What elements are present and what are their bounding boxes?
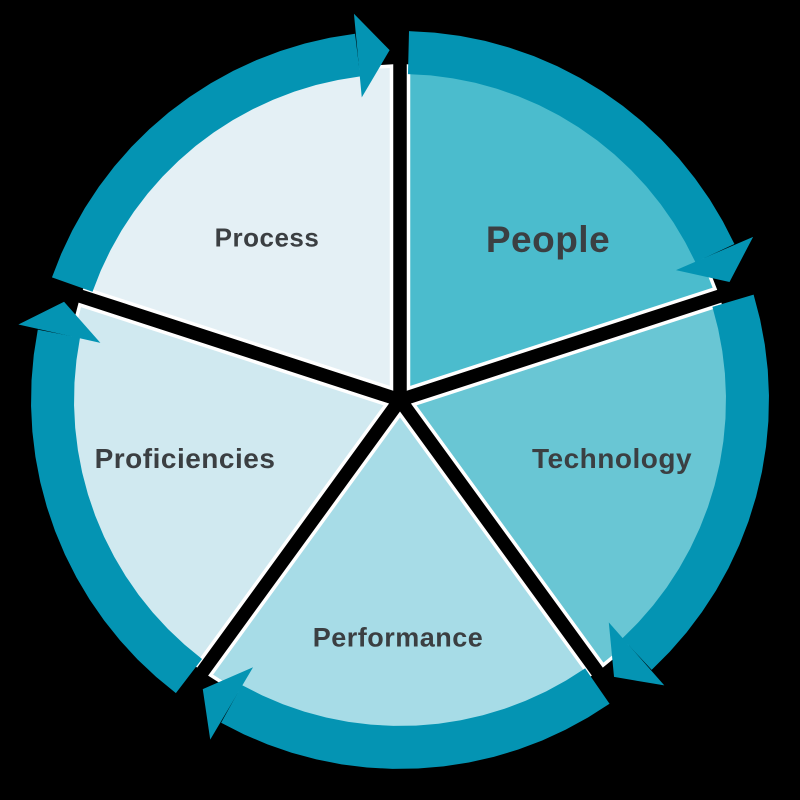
label-people: People — [485, 219, 611, 260]
ring-arc-process — [51, 33, 361, 292]
label-proficiencies: Proficiencies — [94, 443, 276, 474]
arrow-process-to-people — [353, 13, 390, 98]
label-performance: Performance — [312, 622, 484, 653]
label-process: Process — [214, 222, 320, 253]
label-technology: Technology — [531, 443, 693, 474]
ring-arc-technology — [622, 294, 769, 670]
arrow-proficiencies-to-process — [18, 301, 101, 343]
ring-arc-proficiencies — [31, 329, 202, 694]
arrow-technology-to-performance — [608, 622, 665, 686]
ring-arc-people — [407, 31, 735, 263]
arrow-people-to-technology — [675, 236, 754, 283]
arrow-performance-to-proficiencies — [202, 667, 254, 740]
ring-arc-performance — [221, 668, 610, 769]
